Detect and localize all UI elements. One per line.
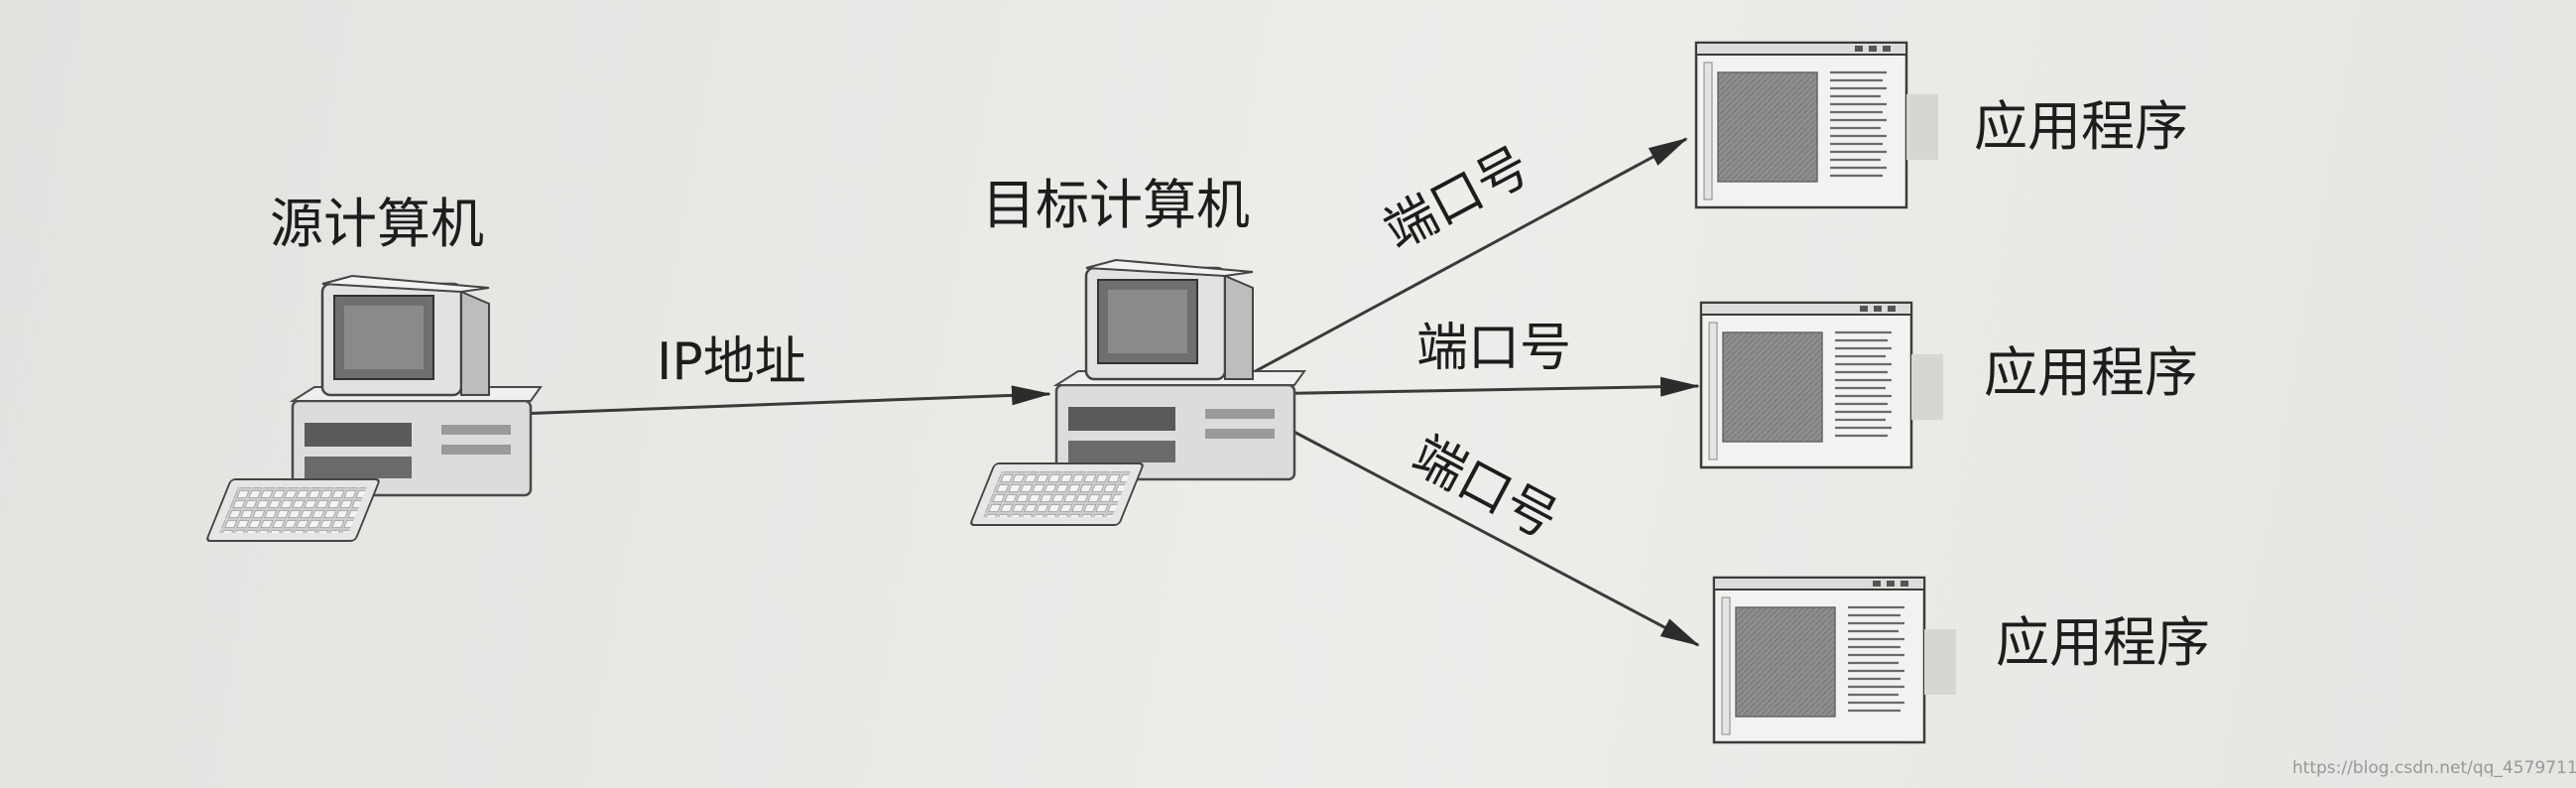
- watermark-url: https://blog.csdn.net/qq_45797116: [2292, 758, 2576, 778]
- port-arrow-1: [1251, 137, 1688, 375]
- target-computer-icon: [968, 258, 1306, 527]
- application-label-2: 应用程序: [1984, 341, 2198, 404]
- source-computer-icon: [204, 274, 543, 543]
- application-window-icon: [1712, 576, 1958, 744]
- application-window-icon: [1694, 41, 1940, 209]
- target-computer-label: 目标计算机: [982, 174, 1250, 236]
- port-arrow-3: [1265, 415, 1700, 647]
- application-label-1: 应用程序: [1974, 95, 2188, 158]
- ip-connection-arrow: [489, 385, 1051, 417]
- port-arrow-2: [1255, 376, 1700, 397]
- port-label-2: 端口号: [1416, 319, 1571, 378]
- port-label-1: 端口号: [1375, 136, 1539, 261]
- application-window-icon: [1699, 301, 1945, 469]
- ip-address-label: IP地址: [657, 332, 806, 392]
- application-label-3: 应用程序: [1996, 611, 2210, 674]
- source-computer-label: 源计算机: [270, 193, 484, 255]
